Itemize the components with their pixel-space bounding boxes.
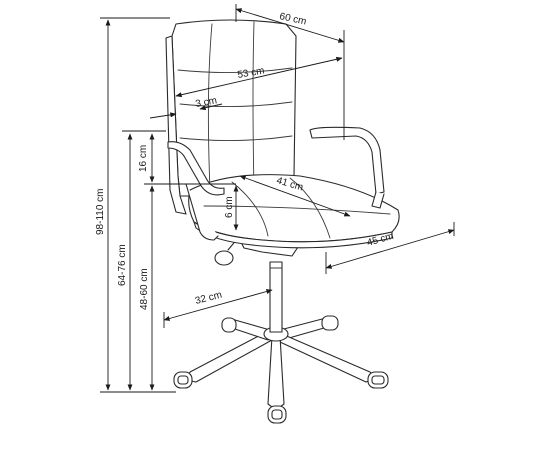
armrest-right: [309, 126, 385, 209]
label-98-110cm: 98-110 cm: [95, 188, 106, 235]
label-48-60cm: 48-60 cm: [139, 268, 150, 310]
caster-wheel-back-right: [321, 315, 339, 331]
caster-wheel-left: [173, 371, 193, 389]
label-53cm: 53 cm: [237, 65, 266, 81]
label-3cm: 3 cm: [195, 95, 218, 110]
chair-drawing: [165, 19, 400, 424]
label-64-76cm: 64-76 cm: [117, 244, 128, 286]
label-6cm: 6 cm: [224, 196, 235, 218]
armrest-left: [167, 141, 225, 241]
caster-wheel-front: [267, 405, 287, 424]
caster-wheel-back-left: [221, 317, 237, 333]
caster-wheel-right: [367, 371, 389, 389]
label-16cm: 16 cm: [138, 145, 149, 172]
dimension-lines: [100, 4, 455, 393]
gas-lift: [269, 261, 283, 333]
